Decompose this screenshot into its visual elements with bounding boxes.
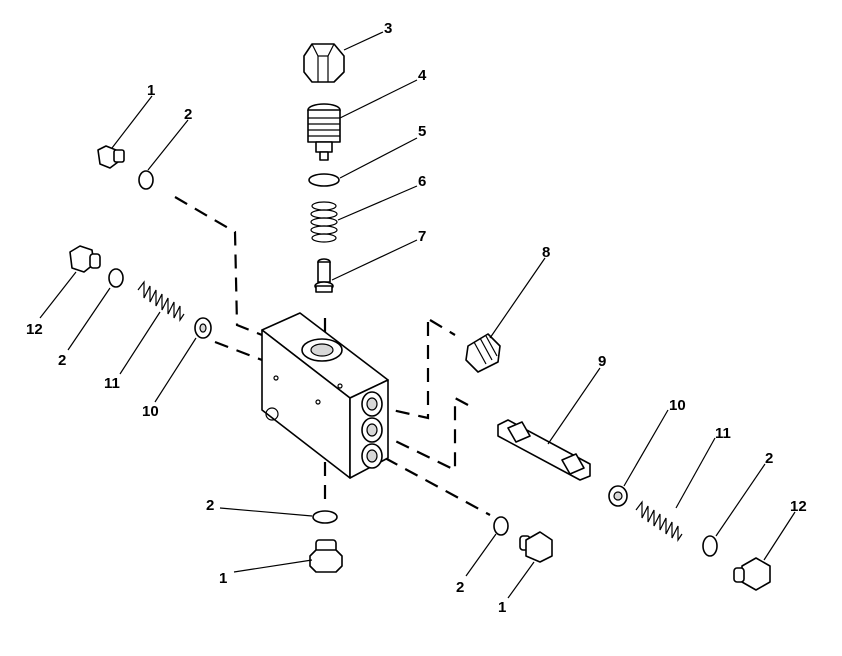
spool-part-9 [497, 419, 591, 481]
ring-part-2-left [108, 268, 124, 288]
callout-12-left: 12 [26, 321, 43, 338]
callout-12-right: 12 [790, 498, 807, 515]
oring-part-5 [308, 173, 340, 187]
plug-part-12-right [733, 557, 771, 591]
callout-2-bottom: 2 [206, 497, 214, 514]
callout-8: 8 [542, 244, 550, 261]
assembly-centerlines [174, 196, 491, 516]
callout-2-left: 2 [58, 352, 66, 369]
spring-part-11-left [137, 280, 185, 322]
callout-1-bottomright: 1 [498, 599, 506, 616]
poppet-part-7 [314, 258, 334, 293]
plug-part-1-topleft [97, 145, 125, 169]
plug-part-1-bottom [309, 539, 343, 573]
callout-9: 9 [598, 353, 606, 370]
valve-block [261, 312, 389, 479]
callout-10-right: 10 [669, 397, 686, 414]
plug-part-1-bottomright [519, 531, 553, 563]
callout-1-topleft: 1 [147, 82, 155, 99]
callout-2-right: 2 [765, 450, 773, 467]
ring-part-2-bottom [312, 510, 338, 524]
ring-part-2-bottomright [493, 516, 509, 536]
callout-2-bottomright: 2 [456, 579, 464, 596]
callout-5: 5 [418, 123, 426, 140]
plug-part-8 [465, 333, 501, 373]
spring-part-11-right [635, 500, 683, 542]
callout-10-left: 10 [142, 403, 159, 420]
callout-11-right: 11 [715, 425, 731, 442]
spring-part-6 [310, 201, 338, 243]
callout-2-topleft: 2 [184, 106, 192, 123]
callout-6: 6 [418, 173, 426, 190]
disc-part-10-right [608, 485, 628, 507]
leader-lines [39, 31, 796, 599]
callout-1-bottom: 1 [219, 570, 227, 587]
callout-7: 7 [418, 228, 426, 245]
disc-part-10-left [194, 317, 212, 339]
cartridge-part-4 [307, 103, 341, 161]
callout-4: 4 [418, 67, 427, 84]
callout-3: 3 [384, 20, 392, 37]
ring-part-2-topleft [138, 170, 154, 190]
callout-11-left: 11 [104, 375, 120, 392]
callout-labels: 3 4 5 6 7 8 9 1 2 12 2 11 10 2 1 2 1 10 … [26, 20, 807, 616]
nut-part-3 [303, 43, 345, 83]
plug-part-12-left [69, 245, 101, 273]
ring-part-2-right [702, 535, 718, 557]
